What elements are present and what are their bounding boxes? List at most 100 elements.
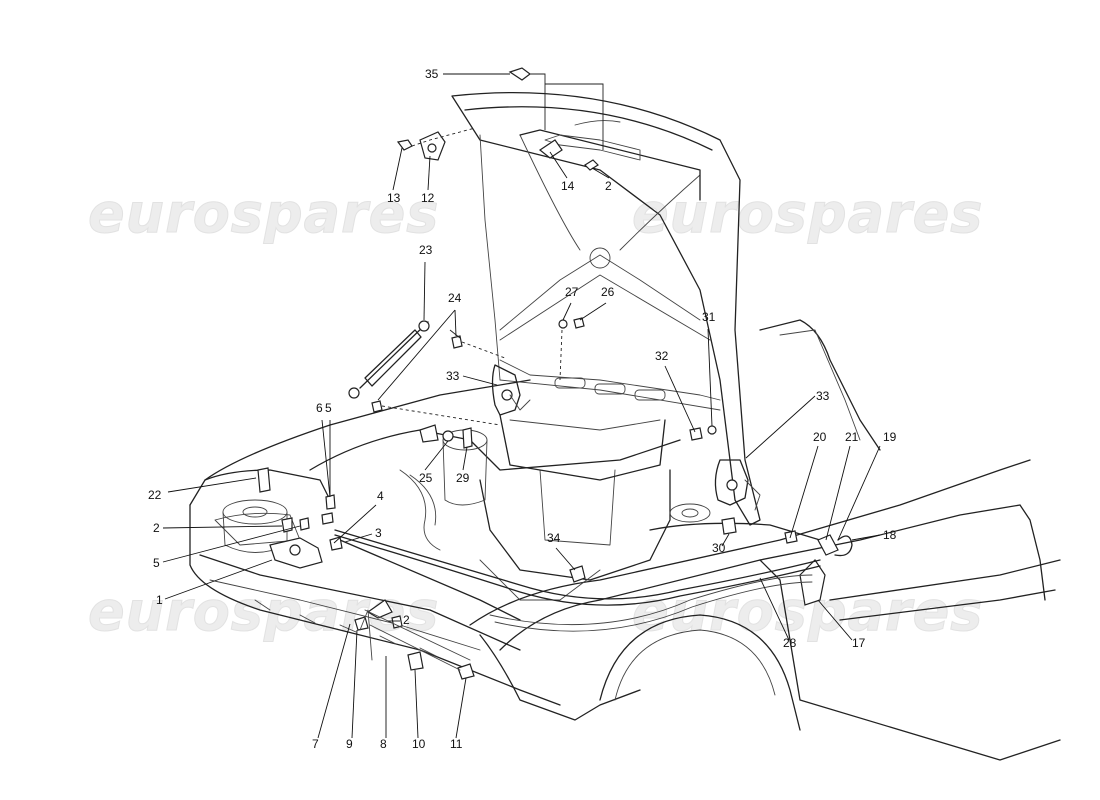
callout-number: 5 bbox=[153, 556, 160, 570]
screw-part bbox=[584, 159, 599, 171]
bolt-part bbox=[396, 139, 413, 151]
callout-leader-line bbox=[164, 559, 273, 600]
callout-number: 20 bbox=[813, 430, 827, 444]
callout-leader-line bbox=[333, 504, 377, 544]
pad-part bbox=[462, 427, 473, 449]
callout-number: 3 bbox=[375, 526, 382, 540]
callout-leader-line bbox=[759, 577, 790, 641]
bump-stop-part bbox=[508, 67, 531, 81]
washer-part bbox=[442, 430, 454, 442]
callout-leader-line bbox=[455, 677, 467, 739]
nut-part bbox=[689, 427, 703, 441]
bonnet-panel bbox=[451, 92, 761, 526]
gas-strut bbox=[348, 320, 430, 399]
washer-part bbox=[707, 425, 717, 435]
watermarks: eurospares eurospares eurospares eurospa… bbox=[88, 182, 983, 644]
callout-leader-line bbox=[707, 328, 713, 427]
callout-leader-line bbox=[162, 525, 283, 529]
callout-number: 2 bbox=[605, 179, 612, 193]
callout-number: 25 bbox=[419, 471, 433, 485]
callout-number: 21 bbox=[845, 430, 859, 444]
watermark-text: eurospares bbox=[88, 182, 439, 245]
washer-part bbox=[321, 512, 334, 525]
lock-part bbox=[538, 139, 563, 159]
callout-leader-line bbox=[825, 445, 851, 541]
callout-leader-line bbox=[462, 375, 498, 386]
callout-number: 30 bbox=[712, 541, 726, 555]
callout-leader-line bbox=[321, 419, 331, 498]
callout-number: 9 bbox=[346, 737, 353, 751]
bolt-part bbox=[325, 494, 336, 510]
callout-number: 33 bbox=[446, 369, 460, 383]
washer-part bbox=[427, 143, 437, 153]
pin-part bbox=[371, 400, 383, 413]
callout-number: 17 bbox=[852, 636, 866, 650]
callout-leader-line bbox=[424, 440, 449, 471]
callout-number: 33 bbox=[816, 389, 830, 403]
callout-leader-line bbox=[162, 525, 301, 563]
callout-number: 18 bbox=[883, 528, 897, 542]
callout-leader-line bbox=[579, 302, 607, 321]
screw-part bbox=[784, 530, 798, 544]
callout-number: 29 bbox=[456, 471, 470, 485]
callout-number: 23 bbox=[419, 243, 433, 257]
callout-leader-line bbox=[851, 534, 881, 541]
callout-leader-line bbox=[377, 309, 456, 401]
callout-number: 13 bbox=[387, 191, 401, 205]
screw-part bbox=[391, 615, 403, 629]
release-cables bbox=[334, 529, 821, 671]
watermark-text: eurospares bbox=[632, 182, 983, 245]
callout-number: 2 bbox=[153, 521, 160, 535]
small-parts bbox=[257, 67, 853, 680]
callout-leader-line bbox=[664, 365, 696, 433]
callout-number: 27 bbox=[565, 285, 579, 299]
callout-leader-line bbox=[562, 302, 572, 321]
callout-number: 12 bbox=[421, 191, 435, 205]
guide-part bbox=[366, 599, 393, 619]
callout-number: 32 bbox=[655, 349, 669, 363]
callout-number: 10 bbox=[412, 737, 426, 751]
washer-part bbox=[289, 544, 301, 556]
clip-part bbox=[569, 565, 586, 583]
callout-number: 11 bbox=[450, 737, 463, 751]
callout-leader-line bbox=[454, 309, 457, 337]
callout-leader-line bbox=[317, 623, 351, 739]
clip-part bbox=[354, 616, 369, 631]
callout-leader-line bbox=[427, 155, 431, 191]
callout-leader-line bbox=[745, 395, 816, 459]
nut-part bbox=[558, 319, 568, 329]
callout-leader-line bbox=[555, 547, 576, 571]
callout-leader-line bbox=[167, 477, 257, 493]
clip-part bbox=[457, 663, 475, 680]
bracket-part bbox=[419, 424, 439, 443]
screw-part bbox=[299, 517, 310, 531]
callout-leader-line bbox=[423, 261, 426, 321]
assembly-lines bbox=[381, 73, 604, 426]
spring-part bbox=[329, 536, 343, 551]
callout-number: 28 bbox=[783, 636, 797, 650]
callout-number: 4 bbox=[377, 489, 384, 503]
callout-number: 5 bbox=[325, 401, 332, 415]
callout-leader-line bbox=[351, 629, 358, 739]
cap-part bbox=[407, 651, 424, 671]
callout-number: 31 bbox=[702, 310, 716, 324]
callout-leader-line bbox=[414, 669, 419, 739]
stud-part bbox=[257, 467, 271, 493]
nut-part bbox=[721, 517, 737, 535]
callout-leader-line bbox=[837, 445, 881, 541]
callout-number: 14 bbox=[561, 179, 575, 193]
callout-leader-line bbox=[591, 167, 610, 179]
nut-part bbox=[573, 317, 585, 329]
callout-leader-line bbox=[392, 147, 403, 191]
car-body-outline bbox=[189, 319, 1061, 761]
callout-number: 34 bbox=[547, 531, 561, 545]
callout-number: 19 bbox=[883, 430, 897, 444]
callout-number: 8 bbox=[380, 737, 387, 751]
callout-number: 22 bbox=[148, 488, 162, 502]
callout-number: 6 bbox=[316, 401, 323, 415]
callout-leader-line bbox=[817, 599, 853, 641]
callout-leader-line bbox=[789, 445, 819, 539]
callout-number: 7 bbox=[312, 737, 319, 751]
